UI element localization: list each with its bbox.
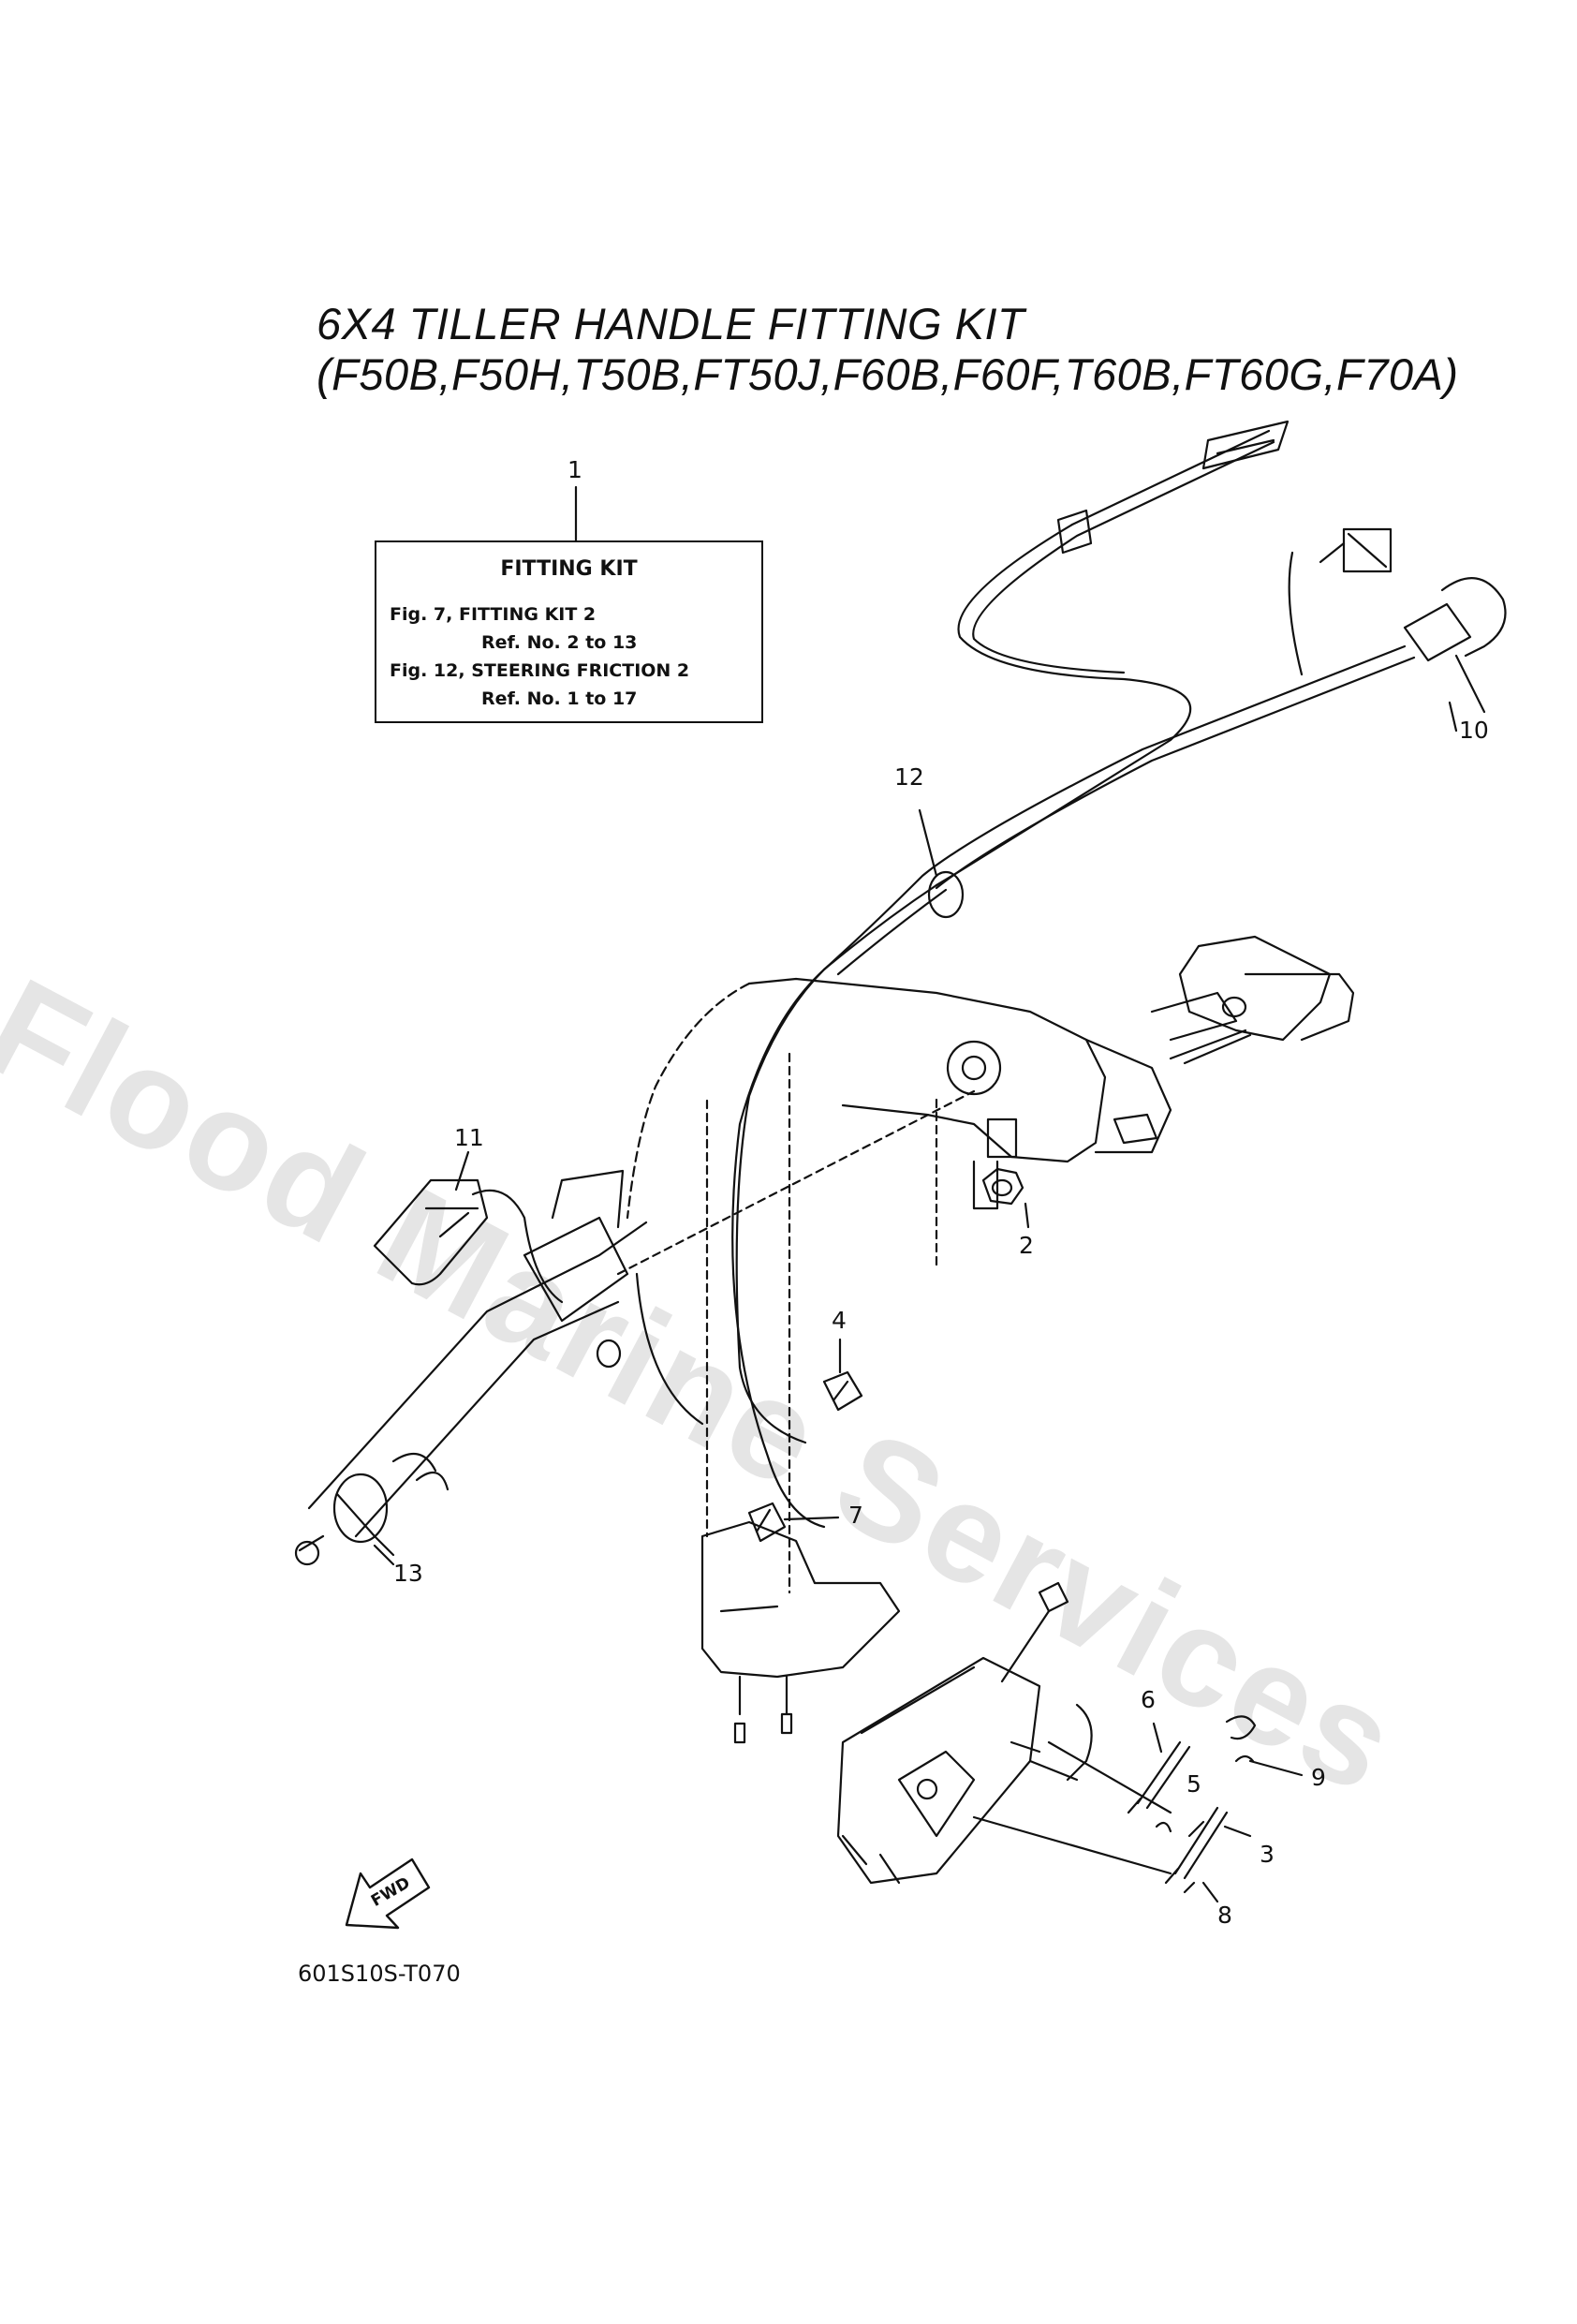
lower-bracket: [700, 1520, 901, 1744]
cable-end-3: [1164, 1806, 1229, 1885]
callout-3: 3: [1260, 1841, 1275, 1868]
fitting-kit-line: Ref. No. 1 to 17: [481, 688, 638, 709]
clip-8: [1183, 1881, 1196, 1894]
shift-control-box: [836, 1656, 1172, 1885]
steering-bracket: [626, 977, 1252, 1426]
diagram-code: 601S10S-T070: [298, 1961, 461, 1987]
fwd-arrow-icon: [345, 1858, 431, 1930]
diagram-model-list: (F50B,F50H,T50B,FT50J,F60B,F60F,T60B,FT6…: [317, 349, 1459, 399]
callout-9: 9: [1311, 1764, 1326, 1791]
fitting-kit-box: FITTING KIT Fig. 7, FITTING KIT 2 Ref. N…: [375, 540, 763, 723]
tiller-handle: [307, 1169, 648, 1538]
cable-clip-7: [747, 1502, 787, 1543]
grip-switch-11: [373, 1150, 564, 1304]
fitting-kit-line: Ref. No. 2 to 13: [481, 632, 638, 653]
callout-4: 4: [832, 1307, 847, 1334]
clip-5: [1155, 1821, 1172, 1833]
main-connector-10: [1403, 577, 1507, 714]
callout-2: 2: [1019, 1232, 1034, 1259]
throttle-shift-cables: [731, 420, 1290, 1529]
callout-5: 5: [1186, 1770, 1201, 1798]
pivot-bracket: [1178, 935, 1355, 1042]
callout-7: 7: [848, 1502, 863, 1529]
fitting-kit-heading: FITTING KIT: [500, 557, 638, 581]
diagram-title: 6X4 TILLER HANDLE FITTING KIT: [317, 299, 1025, 348]
callout-10: 10: [1459, 717, 1489, 744]
cable-clamp-12: [918, 808, 965, 919]
callout-13: 13: [393, 1560, 423, 1587]
callout-8: 8: [1217, 1902, 1232, 1929]
callout-6: 6: [1141, 1686, 1156, 1713]
fitting-kit-line: Fig. 7, FITTING KIT 2: [390, 604, 597, 625]
callout-1: 1: [567, 456, 582, 483]
main-harness: [735, 527, 1416, 1444]
cable-end-6: [1127, 1740, 1191, 1814]
leader-lines: [373, 701, 1458, 1903]
fitting-kit-line: Fig. 12, STEERING FRICTION 2: [390, 660, 690, 681]
harness-plug-lower: [1000, 1581, 1069, 1683]
assembly-lines: [616, 1052, 976, 1594]
cable-holder-9: [1225, 1715, 1257, 1763]
callout-11: 11: [454, 1124, 484, 1151]
callout-12: 12: [894, 763, 924, 791]
nut-2: [981, 1167, 1024, 1206]
cable-clip-4: [822, 1370, 863, 1412]
end-cap-13: [294, 1473, 395, 1566]
